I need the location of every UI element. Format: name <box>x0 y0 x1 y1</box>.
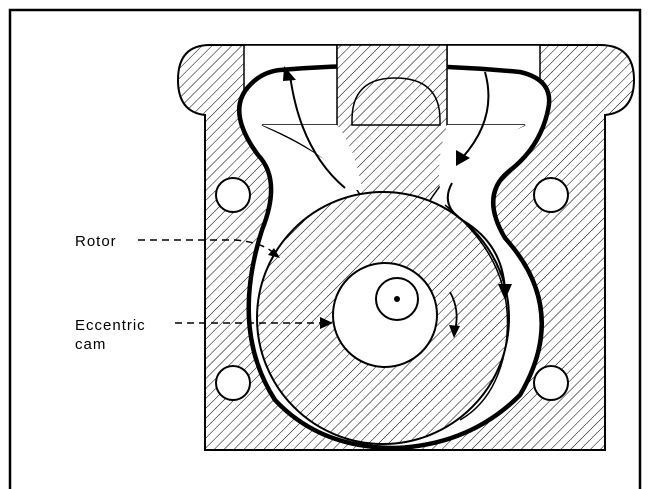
bolt-hole-right-upper <box>533 177 569 213</box>
valve-head <box>351 77 441 126</box>
rotor-label: Rotor <box>75 233 117 250</box>
eccentric-cam-label-line1: Eccentric <box>75 317 146 334</box>
bolt-hole-right-lower <box>533 365 569 401</box>
figure-frame <box>8 8 642 489</box>
cam-leader-head <box>320 317 333 329</box>
flow-arrow-inlet-upper <box>461 71 490 159</box>
flow-arrow-inlet-lower-head <box>498 284 512 300</box>
rotor-clearance <box>444 204 509 421</box>
flow-arrow-inlet-upper-head <box>456 150 470 166</box>
flow-arrow-outlet-head <box>283 66 296 81</box>
flow-arrow-outlet <box>289 74 346 189</box>
bolt-hole-left-upper <box>215 177 251 213</box>
shaft-center <box>394 296 400 302</box>
flow-passage-right <box>438 125 525 190</box>
rotation-arrow-head <box>449 325 460 338</box>
rotor-leader-head <box>268 248 280 258</box>
flow-passage-left <box>262 125 362 190</box>
bolt-hole-left-lower <box>215 365 251 401</box>
eccentric-cam-label-line2: cam <box>75 336 106 353</box>
flow-arrow-inlet-lower <box>446 182 506 296</box>
